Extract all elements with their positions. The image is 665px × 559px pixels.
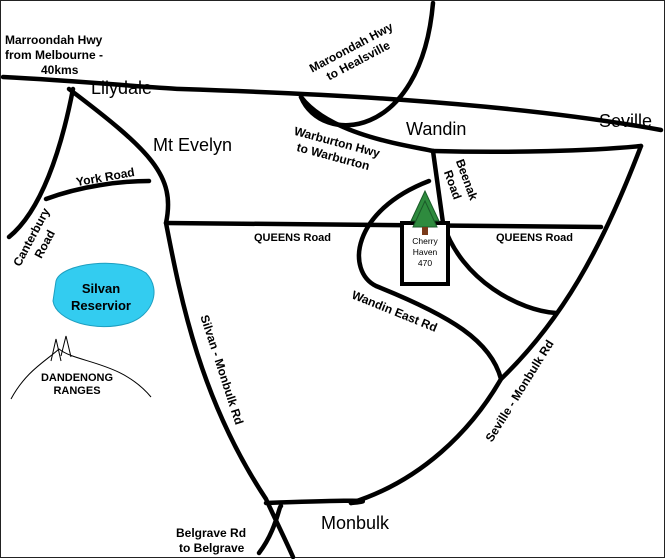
antenna-icon bbox=[50, 335, 72, 362]
warburton-hwy-road bbox=[298, 94, 436, 154]
maroondah-hwy-road bbox=[1, 74, 664, 133]
maroondah-melbourne-label-1: Marroondah Hwy bbox=[5, 33, 103, 47]
reservoir-shape bbox=[52, 262, 155, 327]
york-road bbox=[43, 178, 152, 202]
destination-line-2: Haven bbox=[413, 247, 438, 257]
wandin-east-road bbox=[356, 178, 504, 382]
seville-monbulk-road bbox=[348, 143, 644, 506]
destination-line-1: Cherry bbox=[412, 236, 438, 246]
canterbury-road bbox=[6, 86, 76, 240]
town-lilydale: Lilydale bbox=[91, 78, 152, 98]
town-seville: Seville bbox=[599, 111, 652, 131]
ranges-outline bbox=[10, 348, 152, 400]
reservoir-label-1: Silvan bbox=[82, 281, 120, 296]
belgrave-road bbox=[256, 503, 284, 556]
queens-road-west-label: QUEENS Road bbox=[254, 232, 331, 244]
town-wandin: Wandin bbox=[406, 119, 466, 139]
queens-road-east-label: QUEENS Road bbox=[496, 232, 573, 244]
maroondah-melbourne-label-2: from Melbourne - bbox=[5, 48, 103, 62]
belgrave-label-1: Belgrave Rd bbox=[176, 526, 246, 540]
destination-line-3: 470 bbox=[418, 258, 432, 268]
queens-road bbox=[163, 220, 604, 230]
monbulk-road bbox=[263, 498, 365, 506]
town-monbulk: Monbulk bbox=[321, 513, 390, 533]
ranges-label-1: DANDENONG bbox=[41, 372, 113, 384]
ranges-label-2: RANGES bbox=[53, 385, 100, 397]
reservoir-label-2: Reservior bbox=[71, 298, 131, 313]
tree-trunk bbox=[422, 227, 428, 235]
wandin-seville-road bbox=[430, 143, 644, 155]
silvan-monbulk-road bbox=[66, 86, 296, 559]
maroondah-melbourne-label-3: 40kms bbox=[41, 63, 79, 77]
maroondah-healesville-road bbox=[298, 1, 436, 128]
town-mt-evelyn: Mt Evelyn bbox=[153, 135, 232, 155]
belgrave-label-2: to Belgrave bbox=[179, 541, 245, 555]
